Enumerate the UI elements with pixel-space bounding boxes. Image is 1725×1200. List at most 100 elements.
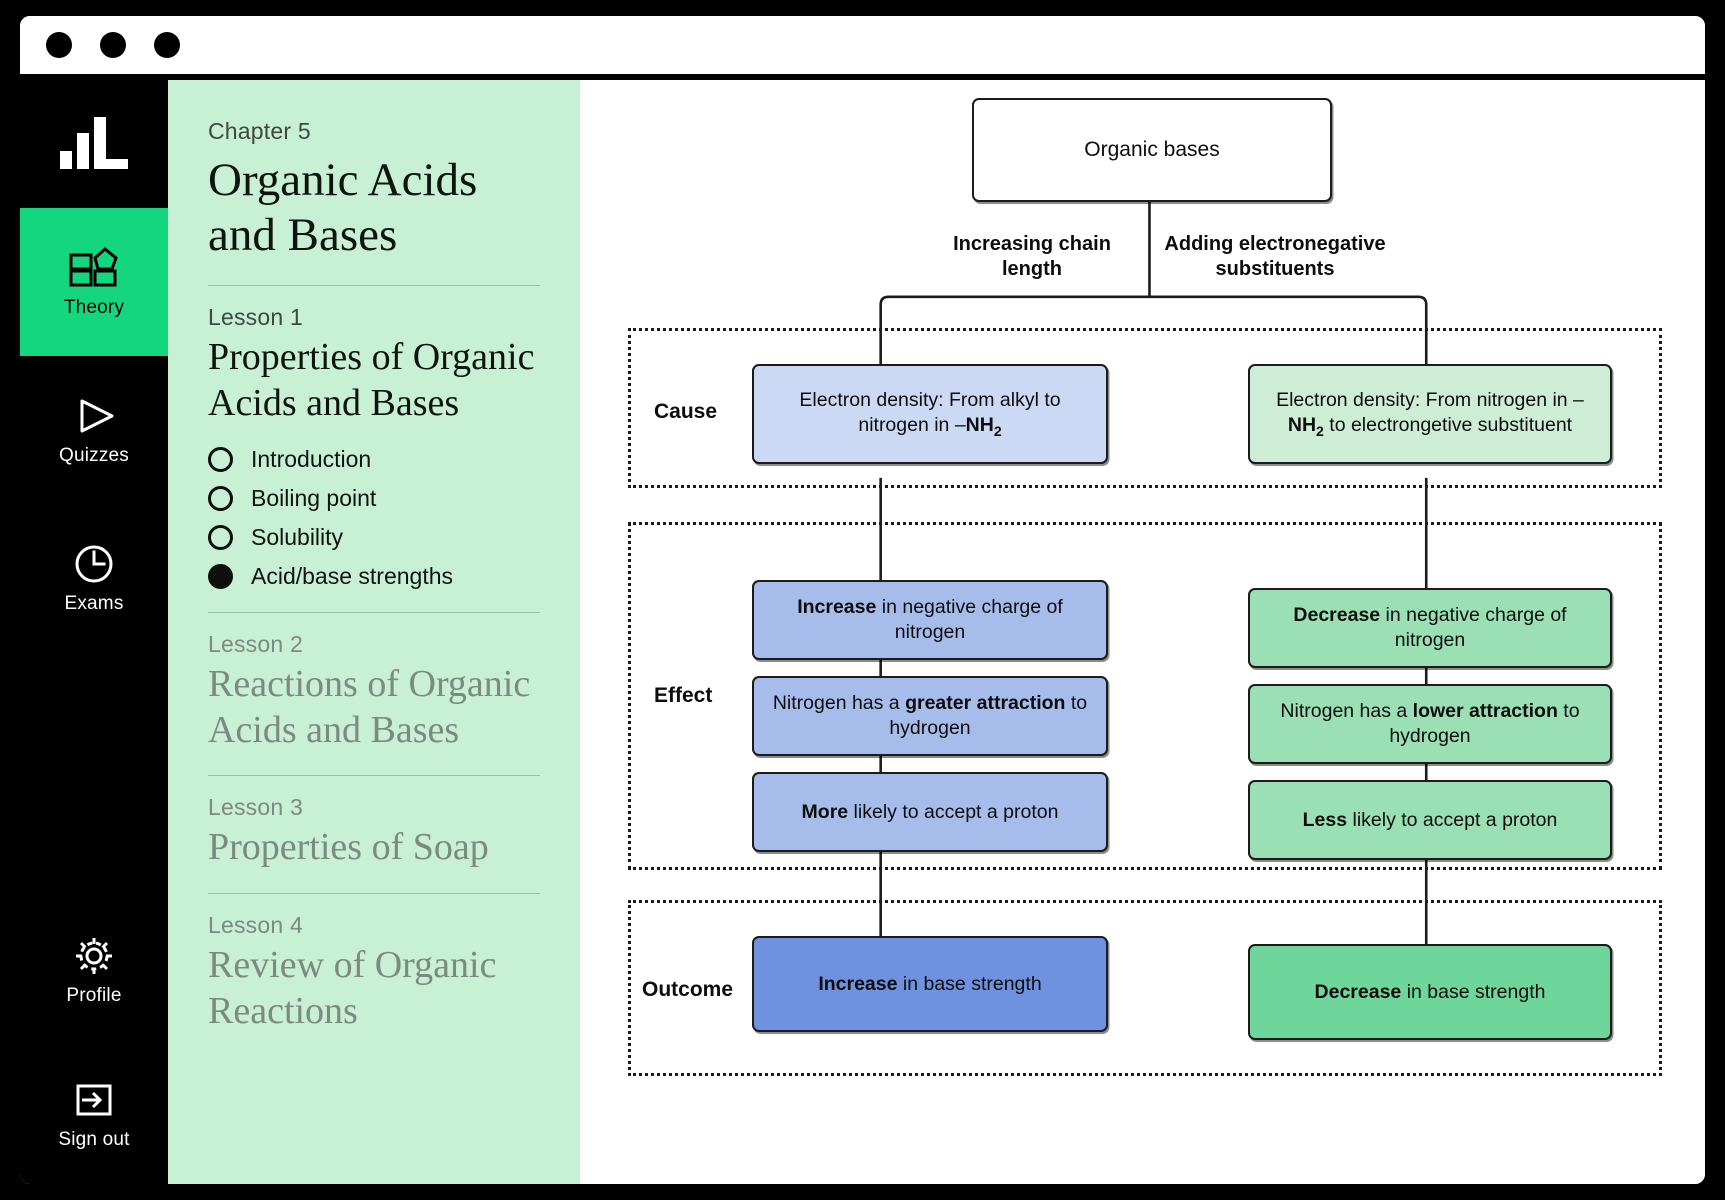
node-effect-right-1-rest: in negative charge of nitrogen (1380, 604, 1567, 651)
sidebar-item-sign-out[interactable]: Sign out (20, 1044, 168, 1184)
window-dot-maximize-icon[interactable] (154, 32, 180, 58)
node-effect-right-3-bold: Less (1302, 808, 1348, 831)
node-cause-right-subscript: 2 (1316, 422, 1324, 439)
node-effect-left-2-bold: greater attraction (905, 692, 1066, 715)
topic-bullet-icon (208, 447, 233, 473)
node-outcome-right[interactable]: Decrease in base strength (1248, 944, 1612, 1040)
node-cause-right-formula: NH (1287, 413, 1317, 436)
node-outcome-left-bold: Increase (818, 972, 898, 995)
diagram-canvas: Organic bases Increasing chain length Ad… (580, 80, 1705, 1184)
lesson-3-block[interactable]: Lesson 3 Properties of Soap (208, 794, 540, 871)
lesson-4-title: Review of Organic Reactions (208, 943, 497, 1032)
divider (208, 612, 540, 614)
node-effect-left-3-bold: More (801, 800, 849, 823)
topic-solubility-label: Solubility (251, 524, 344, 551)
topic-boiling-point-label: Boiling point (251, 485, 377, 512)
lesson-2-eyebrow: Lesson 2 (208, 631, 303, 658)
topic-introduction[interactable]: Introduction (208, 446, 540, 473)
region-effect-label: Effect (654, 684, 713, 707)
lesson-4-block[interactable]: Lesson 4 Review of Organic Reactions (208, 912, 540, 1034)
node-cause-right-text: Electron density: From nitrogen in – (1276, 388, 1584, 411)
lesson-2-title: Reactions of Organic Acids and Bases (208, 663, 531, 751)
lesson-2-block[interactable]: Lesson 2 Reactions of Organic Acids and … (208, 631, 540, 753)
node-effect-left-1-bold: Increase (797, 596, 877, 619)
node-effect-left-2[interactable]: Nitrogen has a greater attraction to hyd… (752, 676, 1108, 756)
node-effect-right-2-bold: lower attraction (1412, 700, 1558, 723)
sidebar-item-quizzes-label: Quizzes (58, 445, 130, 466)
node-cause-left-formula: NH (965, 413, 994, 436)
divider (208, 284, 540, 286)
topic-solubility[interactable]: Solubility (208, 524, 540, 551)
node-effect-left-1-rest: in negative charge of nitrogen (876, 596, 1063, 643)
node-cause-left[interactable]: Electron density: From alkyl to nitrogen… (752, 364, 1108, 464)
node-effect-right-1-bold: Decrease (1293, 604, 1381, 627)
node-effect-right-1[interactable]: Decrease in negative charge of nitrogen (1248, 588, 1612, 668)
node-effect-left-2-rest: to hydrogen (889, 692, 1088, 739)
node-cause-left-subscript: 2 (993, 422, 1002, 439)
node-effect-right-3[interactable]: Less likely to accept a proton (1248, 780, 1612, 860)
topic-acid-base-strengths[interactable]: Acid/base strengths (208, 563, 540, 590)
sidebar-item-theory-label: Theory (63, 297, 125, 318)
region-effect (628, 522, 1662, 870)
region-outcome-label: Outcome (642, 978, 734, 1001)
chapter-title: Organic Acids and Bases (208, 154, 478, 261)
sidebar-item-sign-out-label: Sign out (58, 1129, 130, 1150)
lesson-1-block[interactable]: Lesson 1 Properties of Organic Acids and… (208, 304, 540, 590)
flowchart: Organic bases Increasing chain length Ad… (580, 80, 1705, 1184)
sidebar-item-profile[interactable]: Profile (20, 896, 168, 1044)
node-effect-right-2[interactable]: Nitrogen has a lower attraction to hydro… (1248, 684, 1612, 764)
app-window: Theory Quizzes Exams (14, 10, 1711, 1190)
lesson-1-topics: Introduction Boiling point Solubility Ac… (208, 446, 540, 590)
node-effect-left-3-rest: likely to accept a proton (848, 800, 1059, 823)
sidebar-item-exams[interactable]: Exams (20, 504, 168, 652)
branch-label-left: Increasing chain length (953, 233, 1111, 280)
divider (208, 775, 540, 777)
node-cause-left-text: Electron density: From alkyl to nitrogen… (799, 388, 1061, 436)
region-cause (628, 328, 1662, 488)
node-effect-left-1[interactable]: Increase in negative charge of nitrogen (752, 580, 1108, 660)
lesson-sidebar: Chapter 5 Organic Acids and Bases Lesson… (168, 80, 580, 1184)
bar-chart-logo-icon (60, 117, 128, 169)
topic-acid-base-strengths-label: Acid/base strengths (251, 563, 454, 590)
topic-boiling-point[interactable]: Boiling point (208, 485, 540, 512)
lesson-1-title: Properties of Organic Acids and Bases (208, 335, 535, 424)
node-outcome-left-rest: in base strength (897, 972, 1042, 995)
topic-bullet-icon (208, 486, 233, 512)
lesson-1-eyebrow: Lesson 1 (208, 303, 303, 330)
node-outcome-right-bold: Decrease (1314, 980, 1402, 1003)
node-outcome-right-rest: in base strength (1401, 980, 1546, 1003)
sign-out-icon (76, 1084, 112, 1116)
play-icon (80, 399, 114, 433)
chapter-eyebrow: Chapter 5 (208, 118, 311, 144)
blocks-icon (69, 247, 118, 287)
branch-label-right: Adding electronegative substituents (1164, 233, 1386, 280)
window-dot-close-icon[interactable] (46, 32, 72, 58)
node-effect-right-3-rest: likely to accept a proton (1347, 808, 1558, 831)
app-body: Theory Quizzes Exams (20, 80, 1705, 1184)
app-logo[interactable] (20, 80, 168, 208)
lesson-3-title: Properties of Soap (208, 826, 489, 869)
sidebar-item-profile-label: Profile (66, 985, 122, 1006)
sidebar-item-quizzes[interactable]: Quizzes (20, 356, 168, 504)
node-effect-left-3[interactable]: More likely to accept a proton (752, 772, 1108, 852)
node-cause-right[interactable]: Electron density: From nitrogen in –NH2 … (1248, 364, 1612, 464)
topic-bullet-selected-icon (208, 564, 233, 590)
sidebar-item-theory[interactable]: Theory (20, 208, 168, 356)
sidebar-item-exams-label: Exams (64, 593, 124, 614)
node-cause-right-text-after: to electrongetive substituent (1323, 413, 1573, 436)
topic-bullet-icon (208, 525, 233, 551)
node-effect-left-2-pre: Nitrogen has a (772, 692, 906, 715)
navigation-rail: Theory Quizzes Exams (20, 80, 168, 1184)
node-organic-bases[interactable]: Organic bases (972, 98, 1332, 202)
node-outcome-left[interactable]: Increase in base strength (752, 936, 1108, 1032)
clock-icon (75, 545, 113, 583)
node-effect-right-2-pre: Nitrogen has a (1280, 700, 1413, 723)
topic-introduction-label: Introduction (251, 446, 372, 473)
node-effect-right-2-rest: to hydrogen (1389, 700, 1580, 747)
region-cause-label: Cause (654, 400, 718, 423)
window-titlebar (20, 16, 1705, 80)
divider (208, 892, 540, 894)
window-dot-minimize-icon[interactable] (100, 32, 126, 58)
gear-icon (76, 938, 112, 974)
lesson-4-eyebrow: Lesson 4 (208, 911, 303, 938)
